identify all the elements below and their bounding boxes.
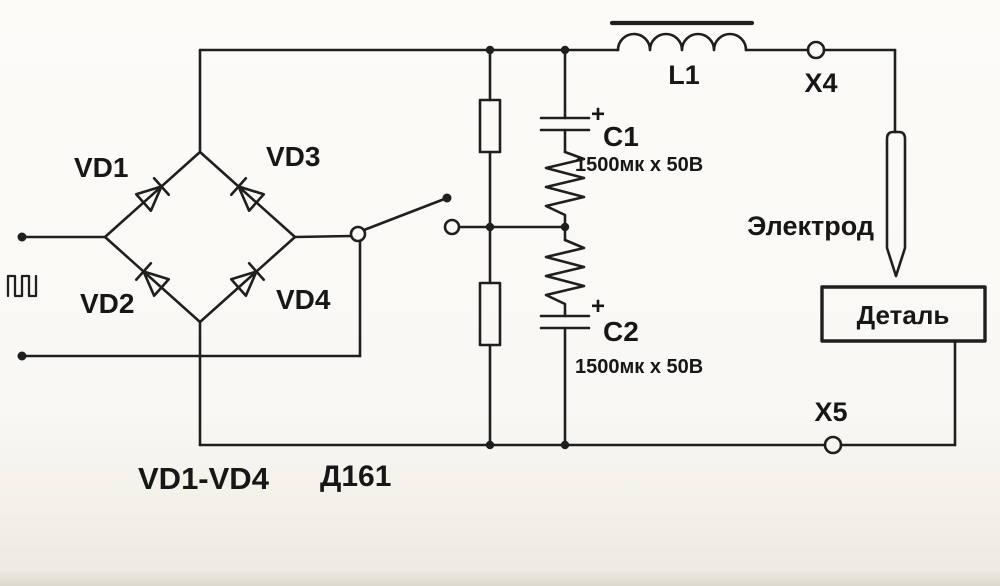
switch-contact-terminal <box>443 218 461 236</box>
capacitor-c2-value: 1500мк x 50В <box>575 356 703 378</box>
electrode-label: Электрод <box>747 211 874 241</box>
diode-vd1 <box>134 177 171 212</box>
pulse-train-glyph <box>6 274 38 298</box>
capacitor-c2-plus: + <box>591 293 605 320</box>
terminal-x5 <box>823 435 843 455</box>
diode-triangle <box>134 185 163 212</box>
diode-cathode-bar <box>229 177 248 197</box>
ac-input-top <box>17 232 107 242</box>
wire <box>293 234 353 239</box>
balance-resistor-lower <box>544 238 586 318</box>
inductor-l1 <box>609 20 810 52</box>
switch-blade-tip-dot <box>442 193 452 203</box>
capacitor-c2-label: C2 <box>603 316 639 347</box>
vd4-label: VD4 <box>276 284 331 315</box>
capacitor-c1-value: 1500мк x 50В <box>575 154 703 176</box>
bridge-outline <box>103 150 297 324</box>
terminal-x4-label: X4 <box>804 68 837 98</box>
bleeder-resistor-upper <box>478 98 502 154</box>
diode-cathode-bar <box>134 262 153 282</box>
pulse-train-icon <box>6 274 38 298</box>
inductor-label: L1 <box>668 60 700 90</box>
bleeder-resistor-lower <box>478 281 502 347</box>
electrode-branch <box>822 48 907 278</box>
diode-triangle <box>229 270 258 297</box>
bridge-designator-label: VD1-VD4 <box>138 461 270 496</box>
switch-blade <box>362 196 449 232</box>
diode-triangle <box>237 185 266 212</box>
diode-vd2 <box>134 262 171 297</box>
electrode-symbol <box>885 130 907 278</box>
vd3-label: VD3 <box>266 141 320 172</box>
diode-vd4 <box>229 262 266 297</box>
vd1-label: VD1 <box>74 152 128 183</box>
capacitor-c1-label: C1 <box>603 121 639 152</box>
inductor-coil <box>616 32 748 52</box>
bleeder-divider <box>478 48 502 447</box>
diode-cathode-bar <box>247 262 266 282</box>
workpiece-box <box>820 285 987 343</box>
ac-input-bottom <box>17 234 362 361</box>
filter-capacitor-chain <box>539 48 591 447</box>
diode-cathode-bar <box>152 177 171 197</box>
mode-switch <box>349 193 567 243</box>
workpiece-label: Деталь <box>857 300 950 330</box>
switch-pivot-terminal <box>349 225 367 243</box>
diode-bridge <box>103 150 297 324</box>
capacitor-c1-plus: + <box>591 101 605 128</box>
input-terminal-dot <box>17 351 27 361</box>
bottom-rail <box>198 320 957 450</box>
diode-model-label: Д161 <box>320 460 391 493</box>
terminal-x4 <box>806 40 826 60</box>
vd2-label: VD2 <box>80 288 134 319</box>
balance-resistor-upper <box>544 150 586 229</box>
input-terminal-dot <box>17 232 27 242</box>
diode-triangle <box>142 270 171 297</box>
diode-vd3 <box>229 177 266 212</box>
dc-positive-rail <box>198 45 620 154</box>
terminal-x5-label: X5 <box>814 397 847 427</box>
